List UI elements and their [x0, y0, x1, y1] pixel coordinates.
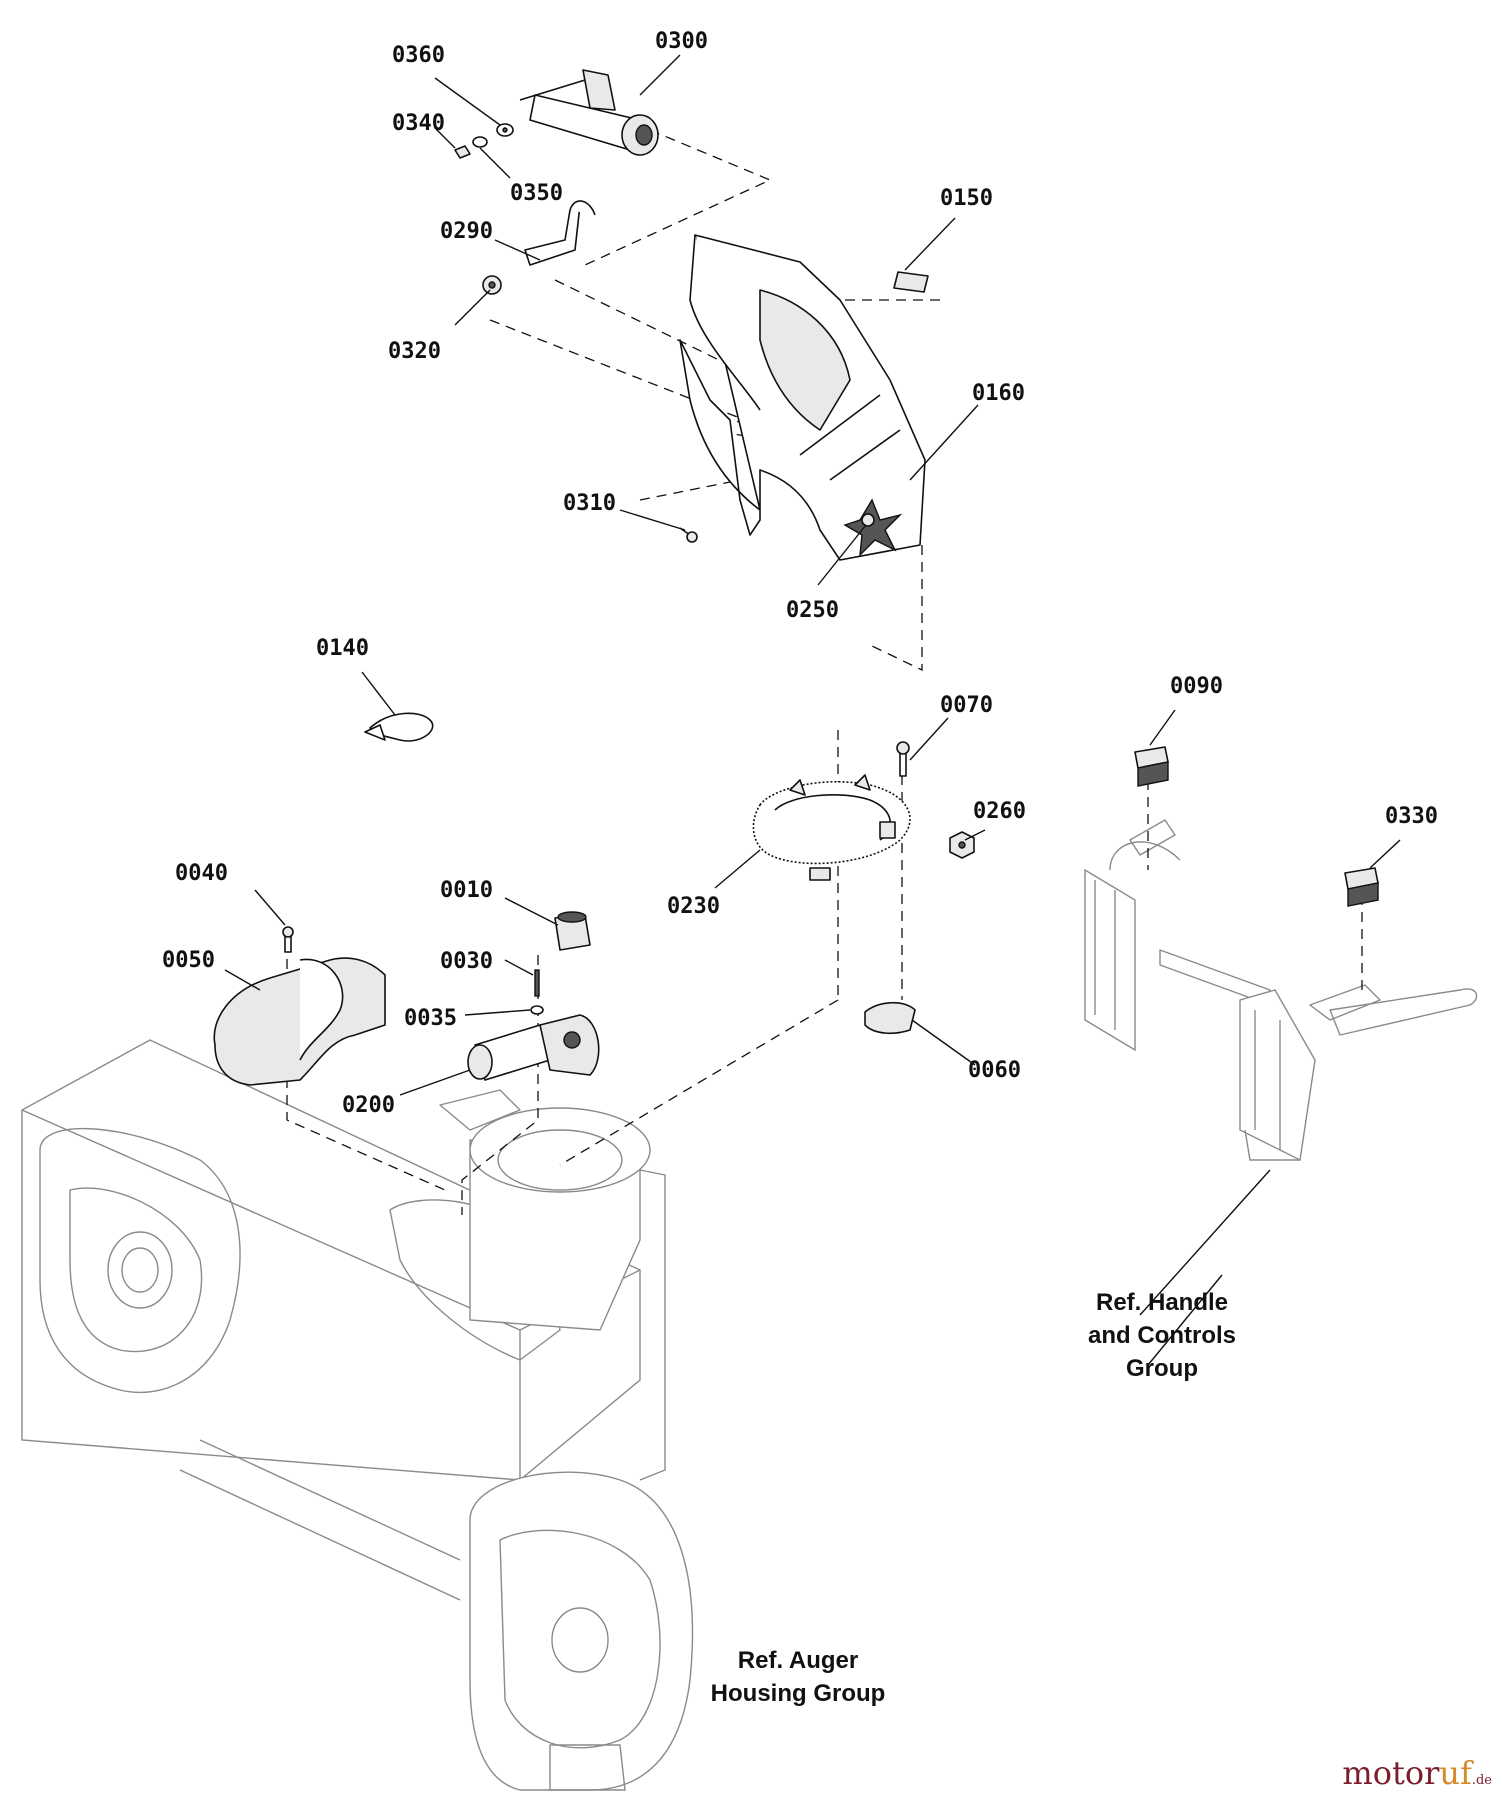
- ref-auger-line2: Housing Group: [711, 1680, 886, 1707]
- part-0030-screw: [534, 969, 540, 997]
- ref-handle-line1: Ref. Handle: [1096, 1289, 1228, 1316]
- reference-captions: Ref. Handle and Controls Group Ref. Auge…: [711, 1289, 1236, 1707]
- watermark-logo: motoruf.de: [1342, 1754, 1492, 1792]
- callout-0160: 0160: [972, 381, 1025, 406]
- part-0340-nut: [454, 145, 471, 159]
- callout-0250: 0250: [786, 598, 839, 623]
- part-0160-chute: [679, 234, 926, 561]
- part-0260-nut: [949, 831, 975, 859]
- callout-0330: 0330: [1385, 804, 1438, 829]
- ref-auger-line1: Ref. Auger: [738, 1647, 858, 1674]
- callout-0350: 0350: [510, 181, 563, 206]
- callout-labels: 0360 0300 0340 0350 0150 0290 0320 0160 …: [162, 29, 1438, 1118]
- part-0330-switch: [1344, 867, 1379, 907]
- part-0035-washer: [530, 1005, 544, 1015]
- callout-0010: 0010: [440, 878, 493, 903]
- watermark-part1: motor: [1342, 1754, 1440, 1792]
- watermark-part2: uf: [1439, 1754, 1472, 1792]
- callout-0360: 0360: [392, 43, 445, 68]
- part-0200-motor: [467, 1014, 600, 1081]
- leader-lines: [224, 54, 1401, 1366]
- part-0360-washer: [496, 123, 514, 137]
- callout-0070: 0070: [940, 693, 993, 718]
- part-0070-bolt: [896, 741, 910, 777]
- part-0350-washer: [472, 136, 488, 148]
- callout-0320: 0320: [388, 339, 441, 364]
- auger-housing-drawing: [21, 1039, 694, 1791]
- callout-0150: 0150: [940, 186, 993, 211]
- part-0090-switch: [1134, 746, 1169, 787]
- ref-handle-line2: and Controls: [1088, 1322, 1236, 1349]
- callout-0060: 0060: [968, 1058, 1021, 1083]
- part-0040-screw: [282, 926, 294, 953]
- watermark-part3: .de: [1471, 1773, 1492, 1788]
- part-0300-motor: [519, 69, 659, 156]
- callout-0200: 0200: [342, 1093, 395, 1118]
- callout-0290: 0290: [440, 219, 493, 244]
- callout-0310: 0310: [563, 491, 616, 516]
- callout-0050: 0050: [162, 948, 215, 973]
- callout-0340: 0340: [392, 111, 445, 136]
- callout-0140: 0140: [316, 636, 369, 661]
- part-0310-screw: [679, 527, 698, 543]
- callout-0300: 0300: [655, 29, 708, 54]
- part-0230-gear-ring: [752, 774, 911, 881]
- callout-0090: 0090: [1170, 674, 1223, 699]
- callout-0230: 0230: [667, 894, 720, 919]
- part-0290-bracket: [524, 200, 596, 266]
- callout-0030: 0030: [440, 949, 493, 974]
- part-0140-clip: [364, 712, 434, 742]
- part-0010-gear: [554, 911, 591, 951]
- handle-controls-drawing: [1084, 819, 1478, 1162]
- part-0060-clamp: [864, 1001, 916, 1035]
- callout-0035: 0035: [404, 1006, 457, 1031]
- callout-0260: 0260: [973, 799, 1026, 824]
- callout-0040: 0040: [175, 861, 228, 886]
- ref-handle-line3: Group: [1126, 1355, 1198, 1382]
- part-0250-bolt: [861, 513, 875, 527]
- part-0320-nut: [482, 275, 502, 295]
- part-0150-decal: [893, 271, 929, 293]
- part-0050-cover: [213, 957, 386, 1086]
